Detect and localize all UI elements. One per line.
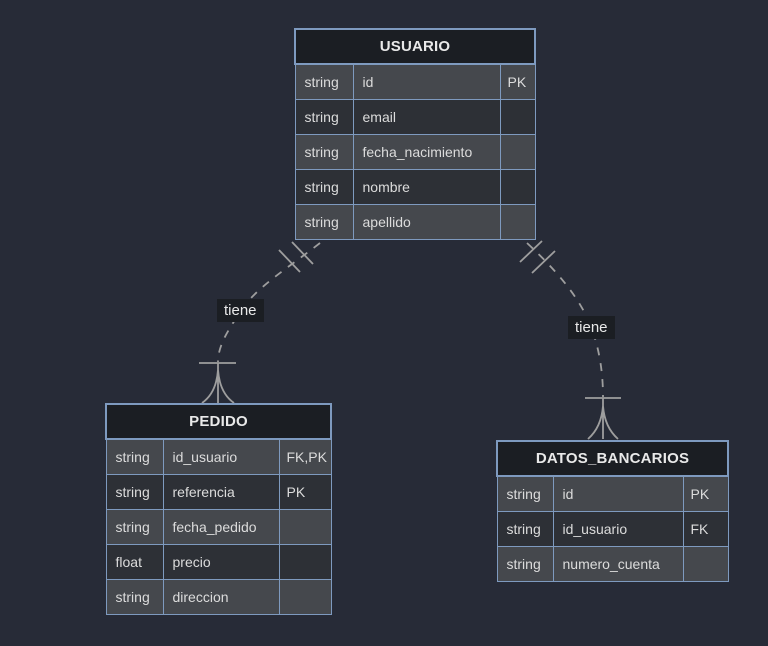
attr-type: string xyxy=(496,546,554,582)
attr-name: precio xyxy=(162,544,280,580)
attribute-row: float precio xyxy=(105,544,332,580)
attr-key xyxy=(278,579,332,615)
entity-title: PEDIDO xyxy=(105,403,332,440)
relationship-label-usuario-datos-bancarios: tiene xyxy=(568,316,615,339)
entity-usuario: USUARIO string id PK string email string… xyxy=(294,28,536,240)
attr-name: fecha_pedido xyxy=(162,509,280,545)
attr-key: FK,PK xyxy=(278,438,332,475)
attribute-row: string fecha_pedido xyxy=(105,509,332,545)
attribute-row: string id PK xyxy=(294,63,536,100)
attribute-row: string referencia PK xyxy=(105,474,332,510)
exactly-one-marker xyxy=(519,240,556,274)
attr-type: string xyxy=(294,204,354,240)
attr-type: string xyxy=(294,99,354,135)
relationship-label-usuario-pedido: tiene xyxy=(217,299,264,322)
attr-name: direccion xyxy=(162,579,280,615)
attribute-row: string id_usuario FK,PK xyxy=(105,438,332,475)
relationship-usuario-pedido xyxy=(199,241,321,404)
attr-key xyxy=(499,134,536,170)
attr-type: string xyxy=(105,474,164,510)
attribute-row: string apellido xyxy=(294,204,536,240)
attr-type: string xyxy=(105,438,164,475)
attr-name: numero_cuenta xyxy=(552,546,684,582)
attr-name: email xyxy=(352,99,501,135)
attr-type: float xyxy=(105,544,164,580)
entity-datos-bancarios: DATOS_BANCARIOS string id PK string id_u… xyxy=(495,440,730,582)
attr-key xyxy=(682,546,729,582)
attr-key xyxy=(499,169,536,205)
attribute-row: string fecha_nacimiento xyxy=(294,134,536,170)
attribute-row: string numero_cuenta xyxy=(496,546,729,582)
attr-name: referencia xyxy=(162,474,280,510)
attr-key: PK xyxy=(682,475,729,512)
attribute-row: string nombre xyxy=(294,169,536,205)
attribute-row: string direccion xyxy=(105,579,332,615)
attr-type: string xyxy=(294,134,354,170)
attr-type: string xyxy=(496,475,554,512)
attr-key: FK xyxy=(682,511,729,547)
attr-name: id_usuario xyxy=(162,438,280,475)
attr-type: string xyxy=(105,579,164,615)
entity-title: DATOS_BANCARIOS xyxy=(495,440,730,477)
attr-key xyxy=(278,509,332,545)
attr-key: PK xyxy=(278,474,332,510)
attr-name: id xyxy=(352,63,501,100)
attr-type: string xyxy=(105,509,164,545)
attr-key xyxy=(278,544,332,580)
one-or-more-marker xyxy=(199,362,236,404)
attr-type: string xyxy=(294,63,354,100)
attr-key: PK xyxy=(499,63,536,100)
attr-name: id_usuario xyxy=(552,511,684,547)
attr-name: fecha_nacimiento xyxy=(352,134,501,170)
attr-name: apellido xyxy=(352,204,501,240)
attr-name: nombre xyxy=(352,169,501,205)
attr-key xyxy=(499,204,536,240)
entity-pedido: PEDIDO string id_usuario FK,PK string re… xyxy=(105,403,332,615)
attribute-row: string email xyxy=(294,99,536,135)
attr-type: string xyxy=(294,169,354,205)
attribute-row: string id PK xyxy=(496,475,729,512)
attr-type: string xyxy=(496,511,554,547)
attr-name: id xyxy=(552,475,684,512)
attr-key xyxy=(499,99,536,135)
one-or-more-marker xyxy=(585,397,621,440)
relationship-usuario-datos-bancarios xyxy=(519,240,621,440)
attribute-row: string id_usuario FK xyxy=(496,511,729,547)
entity-title: USUARIO xyxy=(294,28,536,65)
exactly-one-marker xyxy=(278,241,314,273)
